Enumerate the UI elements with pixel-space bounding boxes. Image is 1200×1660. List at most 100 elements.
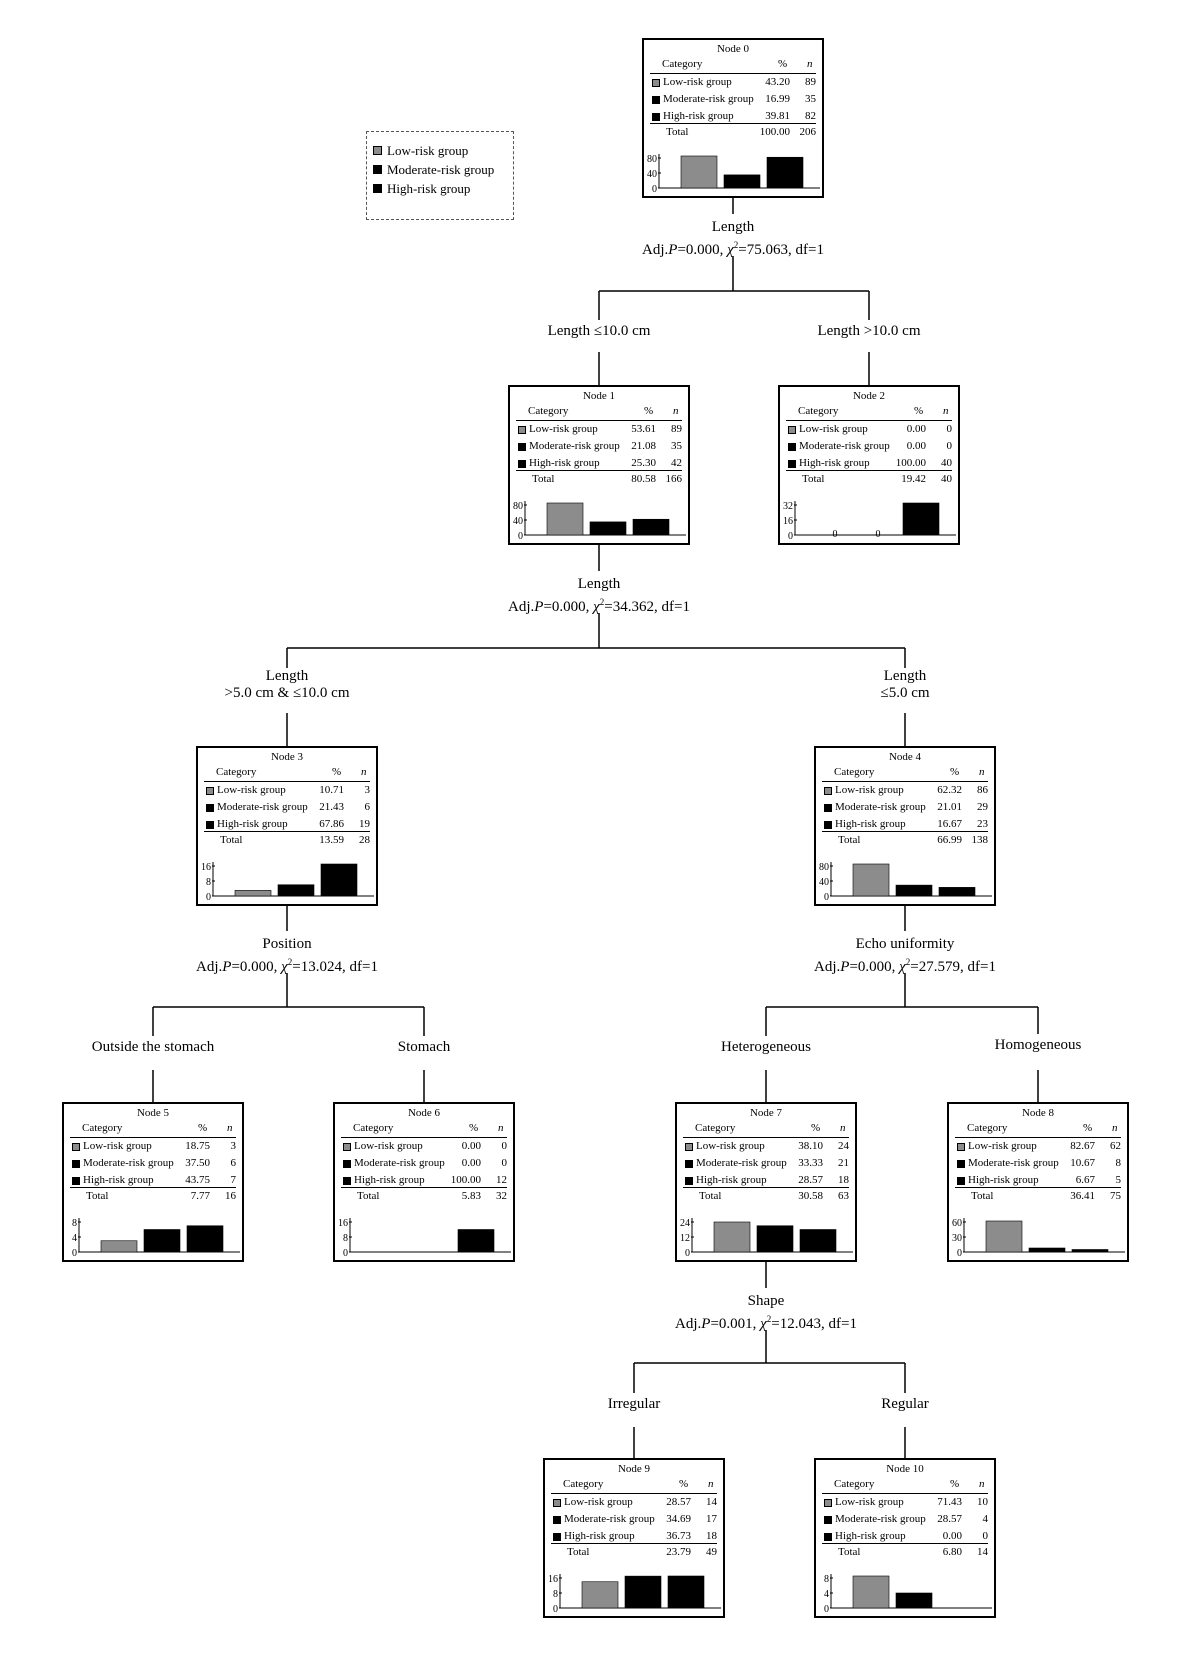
chart-tick-label: 24 bbox=[680, 1218, 690, 1229]
category-swatch bbox=[343, 1160, 351, 1168]
legend-swatch-low bbox=[373, 146, 382, 155]
header-n: n bbox=[807, 58, 813, 70]
category-label: Moderate-risk group bbox=[564, 1513, 655, 1525]
chart-tick-label: 16 bbox=[201, 862, 211, 873]
chart-tick-label: 0 bbox=[957, 1248, 962, 1259]
category-count: 4 bbox=[982, 1513, 989, 1525]
chart-tick-label: 16 bbox=[338, 1218, 348, 1229]
category-swatch bbox=[206, 787, 214, 795]
category-label: High-risk group bbox=[968, 1174, 1039, 1186]
total-percent: 5.83 bbox=[461, 1190, 481, 1202]
total-rule bbox=[822, 1543, 988, 1544]
category-label: High-risk group bbox=[696, 1174, 767, 1186]
category-count: 62 bbox=[1110, 1140, 1121, 1152]
adj-label: Adj. bbox=[814, 959, 841, 975]
chart-bar-high bbox=[799, 1229, 837, 1253]
total-rule bbox=[516, 470, 682, 471]
adj-label: Adj. bbox=[675, 1316, 702, 1332]
header-category: Category bbox=[967, 1122, 1008, 1134]
header-n: n bbox=[361, 766, 367, 778]
total-label: Total bbox=[220, 834, 243, 846]
total-rule bbox=[650, 123, 816, 124]
total-percent: 19.42 bbox=[901, 473, 926, 485]
category-count: 86 bbox=[977, 784, 988, 796]
category-percent: 38.10 bbox=[798, 1140, 823, 1152]
category-percent: 67.86 bbox=[319, 818, 344, 830]
chart-bar-high bbox=[457, 1229, 495, 1253]
p-symbol: P bbox=[701, 1316, 711, 1332]
legend-swatch-moderate bbox=[373, 165, 382, 174]
category-swatch bbox=[652, 113, 660, 121]
category-count: 18 bbox=[838, 1174, 849, 1186]
category-label: High-risk group bbox=[799, 457, 870, 469]
header-rule bbox=[70, 1137, 236, 1138]
header-percent: % bbox=[914, 405, 924, 417]
chi-superscript: 2 bbox=[733, 240, 739, 250]
chi-rest: =12.043, df=1 bbox=[771, 1316, 857, 1332]
chart-tick-label: 8 bbox=[206, 877, 211, 888]
chart-bar-moderate bbox=[589, 521, 627, 536]
chart-bar-low bbox=[100, 1240, 138, 1253]
node-title: Node 5 bbox=[136, 1107, 170, 1119]
chart-bar-moderate bbox=[624, 1575, 662, 1609]
branch-label-node-5: Outside the stomach bbox=[92, 1039, 214, 1056]
category-count: 24 bbox=[838, 1140, 849, 1152]
chart-tick-label: 8 bbox=[343, 1233, 348, 1244]
category-swatch bbox=[343, 1177, 351, 1185]
category-label: Moderate-risk group bbox=[799, 440, 890, 452]
category-swatch bbox=[788, 443, 796, 451]
split-variable: Length bbox=[711, 219, 755, 235]
p-symbol: P bbox=[840, 959, 850, 975]
category-count: 89 bbox=[805, 76, 816, 88]
chart-tick-label: 60 bbox=[952, 1218, 962, 1229]
category-label: High-risk group bbox=[217, 818, 288, 830]
category-percent: 0.00 bbox=[461, 1140, 481, 1152]
category-count: 29 bbox=[977, 801, 988, 813]
total-count: 75 bbox=[1110, 1190, 1121, 1202]
p-value: =0.000, bbox=[231, 959, 282, 975]
chart-bar-moderate bbox=[143, 1229, 181, 1253]
header-n: n bbox=[1112, 1122, 1118, 1134]
p-value: =0.000, bbox=[849, 959, 900, 975]
p-symbol: P bbox=[222, 959, 232, 975]
p-value: =0.001, bbox=[710, 1316, 761, 1332]
total-count: 28 bbox=[359, 834, 370, 846]
chart-tick-label: 0 bbox=[652, 184, 657, 195]
chart-tick-label: 8 bbox=[72, 1218, 77, 1229]
category-percent: 34.69 bbox=[666, 1513, 691, 1525]
split-statistics: Adj.P=0.000, χ2=75.063, df=1 bbox=[642, 236, 824, 259]
chart-tick-label: 16 bbox=[783, 516, 793, 527]
category-percent: 43.75 bbox=[185, 1174, 210, 1186]
p-value: =0.000, bbox=[677, 242, 728, 258]
category-label: Low-risk group bbox=[83, 1140, 152, 1152]
chart-tick-label: 40 bbox=[647, 169, 657, 180]
category-count: 10 bbox=[977, 1496, 988, 1508]
category-count: 0 bbox=[946, 423, 953, 435]
category-percent: 82.67 bbox=[1070, 1140, 1095, 1152]
chart-bar-high bbox=[766, 156, 804, 189]
category-percent: 0.00 bbox=[942, 1530, 962, 1542]
header-percent: % bbox=[469, 1122, 479, 1134]
total-label: Total bbox=[567, 1546, 590, 1558]
header-n: n bbox=[498, 1122, 504, 1134]
header-category: Category bbox=[353, 1122, 394, 1134]
chart-bar-moderate bbox=[895, 1592, 933, 1609]
node-bar-chart: 840 bbox=[72, 1218, 240, 1259]
split-statistics: Adj.P=0.000, χ2=34.362, df=1 bbox=[508, 593, 690, 616]
